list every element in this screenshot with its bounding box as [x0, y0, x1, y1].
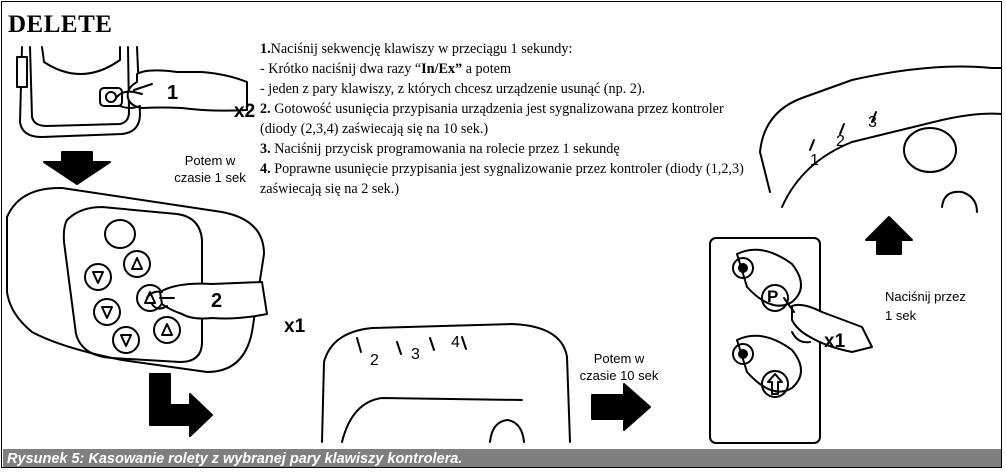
- step-4: 4. Poprawne usunięcie przypisania jest s…: [260, 159, 750, 199]
- step-1a: - Krótko naciśnij dwa razy “In/Ex” a pot…: [260, 59, 750, 79]
- step-1: 1.Naciśnij sekwencję klawiszy w przeciąg…: [260, 39, 750, 59]
- multiplier-x2: x2: [234, 101, 256, 122]
- program-button-p: P: [767, 287, 779, 306]
- multiplier-x1-left: x1: [284, 316, 306, 337]
- arrow-up-icon: [865, 216, 913, 255]
- hand-press-2: [146, 281, 268, 320]
- arrow-right-icon: [591, 383, 651, 431]
- step-1b: - jeden z pary klawiszy, z których chces…: [260, 81, 646, 97]
- led-label-2-top: 2: [836, 133, 845, 150]
- remote-top-left: [16, 46, 141, 138]
- remote-middle: [321, 323, 571, 443]
- led-label-1: 1: [810, 152, 819, 169]
- press-number-1: 1: [167, 82, 179, 104]
- step-3-number: 3.: [260, 141, 271, 157]
- then-10s-line1: Potem w: [593, 351, 645, 366]
- then-1s-line2: czasie 1 sek: [174, 170, 246, 185]
- then-10s-label: Potem w czasie 10 sek: [564, 350, 674, 384]
- step-3: 3. Naciśnij przycisk programowania na ro…: [260, 139, 750, 159]
- step-1a-post: a potem: [462, 61, 512, 77]
- hand-press-p: [783, 297, 873, 353]
- step-1-text: Naciśnij sekwencję klawiszy w przeciągu …: [270, 41, 573, 57]
- page-title: DELETE: [8, 11, 113, 38]
- press-1s-line2: 1 sek: [885, 308, 917, 323]
- step-2-text: Gotowość usunięcia przypisania urządzeni…: [260, 101, 724, 137]
- remote-left: [6, 186, 265, 373]
- press-1s-label: Naciśnij przez 1 sek: [885, 287, 966, 325]
- figure-caption: Rysunek 5: Kasowanie rolety z wybranej p…: [3, 449, 1001, 467]
- then-10s-line2: czasie 10 sek: [579, 368, 659, 383]
- arrow-turn-right-icon: [149, 373, 213, 437]
- in-ex-key-label: In/Ex”: [421, 61, 463, 77]
- step-1-number: 1.: [260, 41, 271, 57]
- arrow-down-icon: [43, 151, 111, 185]
- led-label-4: 4: [451, 334, 460, 351]
- then-1s-label: Potem w czasie 1 sek: [162, 152, 258, 186]
- hand-press-1: [115, 69, 248, 112]
- step-4-number: 4.: [260, 161, 271, 177]
- press-1s-line1: Naciśnij przez: [885, 289, 966, 304]
- step-2: 2. Gotowość usunięcia przypisania urządz…: [260, 99, 750, 139]
- then-1s-line1: Potem w: [184, 153, 236, 168]
- press-number-2: 2: [211, 290, 223, 312]
- remote-top-right: [759, 65, 1001, 213]
- step-3-text: Naciśnij przycisk programowania na rolec…: [270, 141, 620, 157]
- instructions: 1.Naciśnij sekwencję klawiszy w przeciąg…: [260, 39, 750, 199]
- led-label-3: 3: [411, 346, 420, 363]
- step-1a-pre: - Krótko naciśnij dwa razy “: [260, 61, 422, 77]
- step-4-text: Poprawne usunięcie przypisania jest sygn…: [260, 161, 744, 197]
- blind-panel: [709, 237, 821, 444]
- led-label-2: 2: [370, 352, 379, 369]
- step-2-number: 2.: [260, 101, 271, 117]
- led-label-3-top: 3: [868, 114, 877, 131]
- multiplier-x1-right: x1: [824, 331, 846, 352]
